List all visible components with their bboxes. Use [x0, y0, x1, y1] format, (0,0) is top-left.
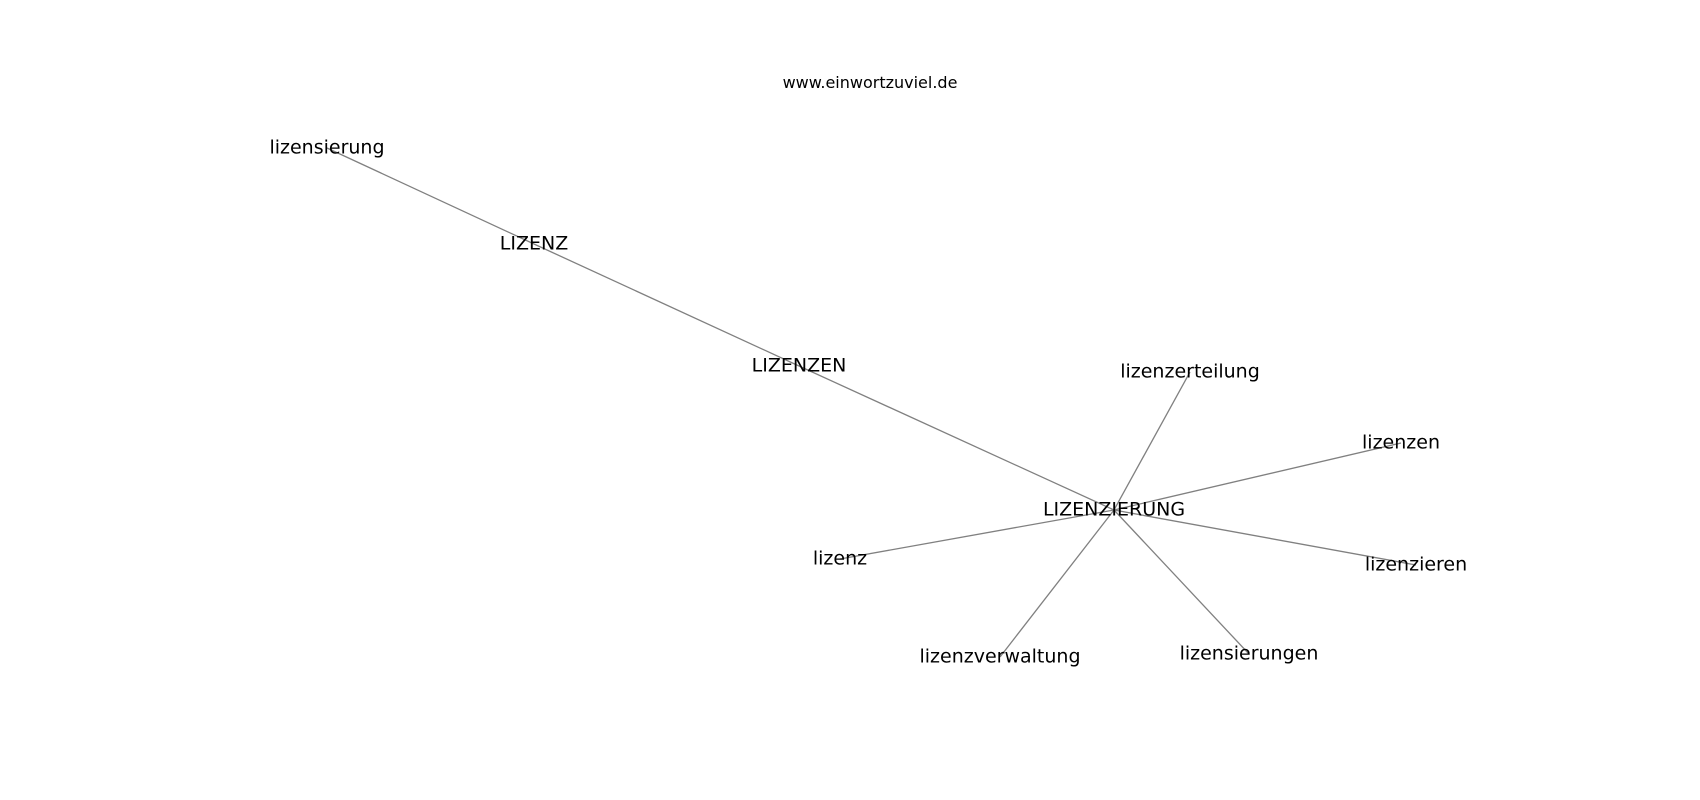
node-label-lizensierung: lizensierung — [269, 137, 384, 159]
watermark-text: www.einwortzuviel.de — [783, 73, 958, 92]
edge-LIZENZ-LIZENZEN — [533, 243, 800, 367]
edge-lizensierung-LIZENZ — [326, 147, 535, 245]
edge-LIZENZIERUNG-lizenzen — [1113, 442, 1402, 511]
node-label-lizenzverwaltung: lizenzverwaltung — [919, 646, 1080, 668]
node-label-LIZENZ: LIZENZ — [500, 233, 568, 255]
edge-LIZENZIERUNG-lizenzieren — [1113, 509, 1417, 566]
node-label-lizenzieren: lizenzieren — [1365, 554, 1467, 576]
edges-layer — [326, 147, 1417, 658]
node-label-LIZENZIERUNG: LIZENZIERUNG — [1043, 499, 1185, 521]
node-label-lizenz: lizenz — [813, 548, 867, 570]
edge-LIZENZIERUNG-lizenzerteilung — [1113, 371, 1191, 511]
edge-LIZENZIERUNG-lizensierungen — [1113, 509, 1250, 655]
node-label-lizenzerteilung: lizenzerteilung — [1120, 361, 1260, 383]
node-label-lizensierungen: lizensierungen — [1180, 643, 1319, 665]
edge-LIZENZIERUNG-lizenz — [839, 509, 1115, 560]
edge-LIZENZEN-LIZENZIERUNG — [798, 365, 1115, 511]
node-label-lizenzen: lizenzen — [1362, 432, 1440, 454]
node-label-LIZENZEN: LIZENZEN — [752, 355, 847, 377]
edge-LIZENZIERUNG-lizenzverwaltung — [999, 509, 1115, 658]
